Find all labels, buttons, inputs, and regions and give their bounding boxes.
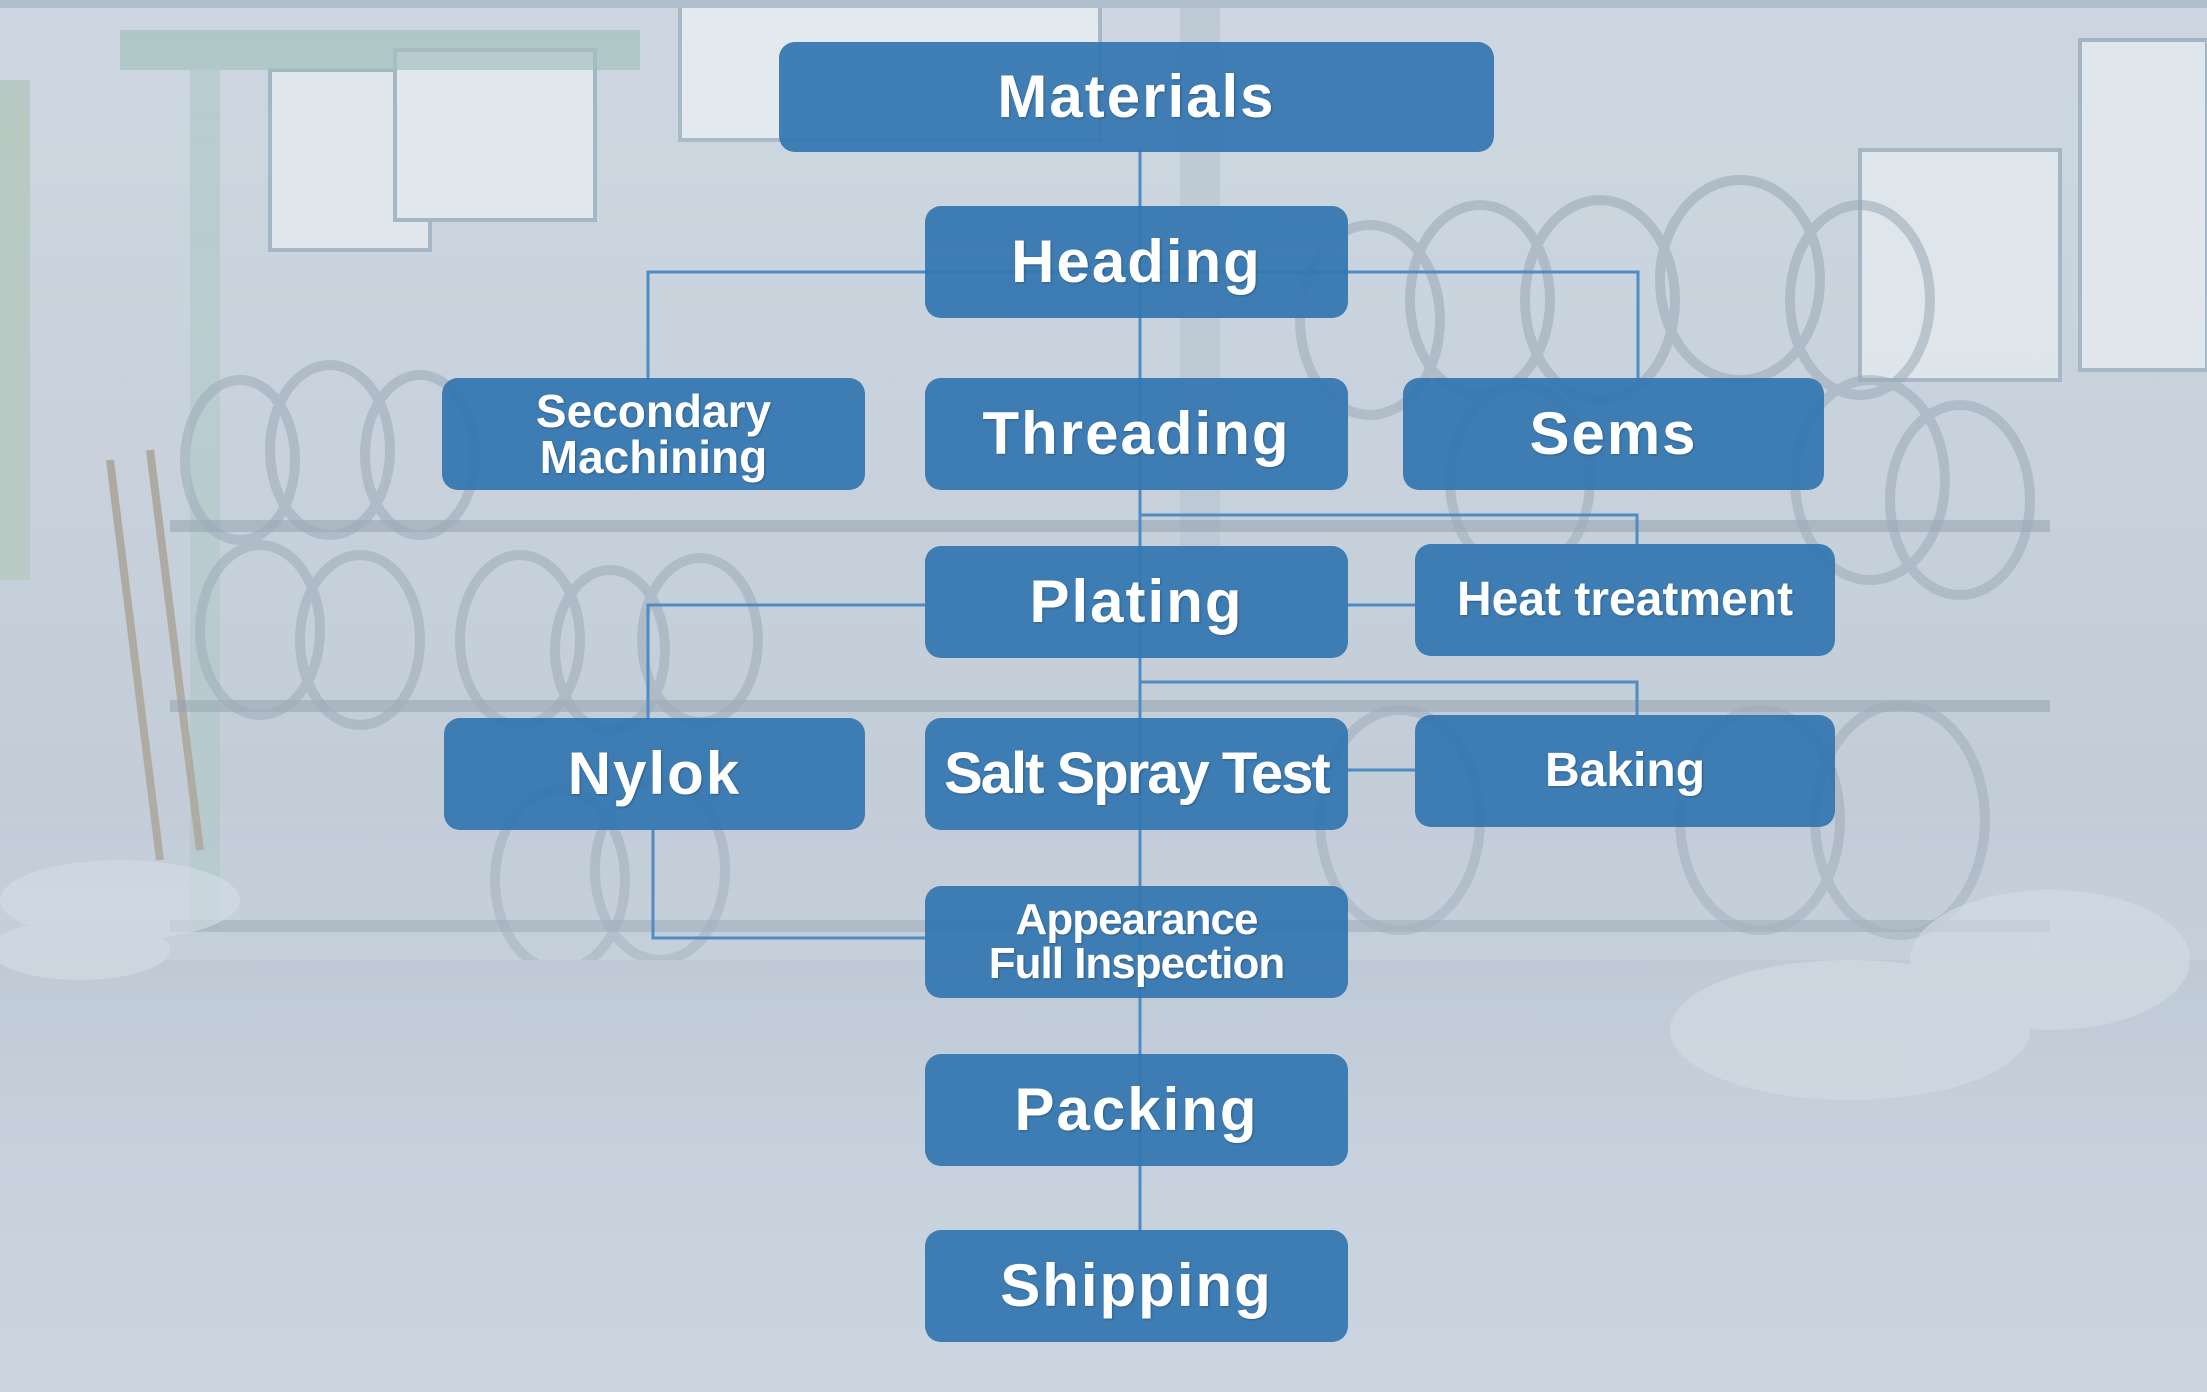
node-label: Materials [997,63,1276,130]
node-label: Heading [1011,228,1262,295]
node-secondary-machining: Secondary Machining [442,378,865,490]
node-heat-treatment: Heat treatment [1415,544,1835,656]
node-label: Threading [982,400,1291,467]
node-plating: Plating [925,546,1348,658]
node-materials: Materials [779,42,1494,152]
node-threading: Threading [925,378,1348,490]
node-label-line1: Secondary [535,385,772,437]
node-label: Salt Spray Test [944,741,1331,806]
connector-plating-nylok [646,603,925,720]
node-packing: Packing [925,1054,1348,1166]
node-baking: Baking [1415,715,1835,827]
node-nylok: Nylok [444,718,865,830]
node-appearance-full-inspection: Appearance Full Inspection [925,886,1348,998]
node-label: Packing [1014,1076,1259,1143]
node-label: Sems [1529,400,1698,467]
connector-plating-baking [1140,680,1639,715]
node-label: Heat treatment [1456,573,1794,626]
connector-threading-heat [1140,513,1639,545]
node-label: Nylok [567,740,742,807]
node-label-line1: Appearance [1015,895,1259,944]
node-label: Plating [1029,568,1244,635]
node-salt-spray-test: Salt Spray Test [925,718,1348,830]
node-label-line2: Full Inspection [988,939,1285,988]
connector-nylok-appearance [651,830,925,940]
node-shipping: Shipping [925,1230,1348,1342]
node-label-line2: Machining [539,431,768,483]
node-label: Shipping [1000,1252,1273,1319]
node-label: Baking [1544,744,1706,797]
node-sems: Sems [1403,378,1824,490]
node-heading: Heading [925,206,1348,318]
